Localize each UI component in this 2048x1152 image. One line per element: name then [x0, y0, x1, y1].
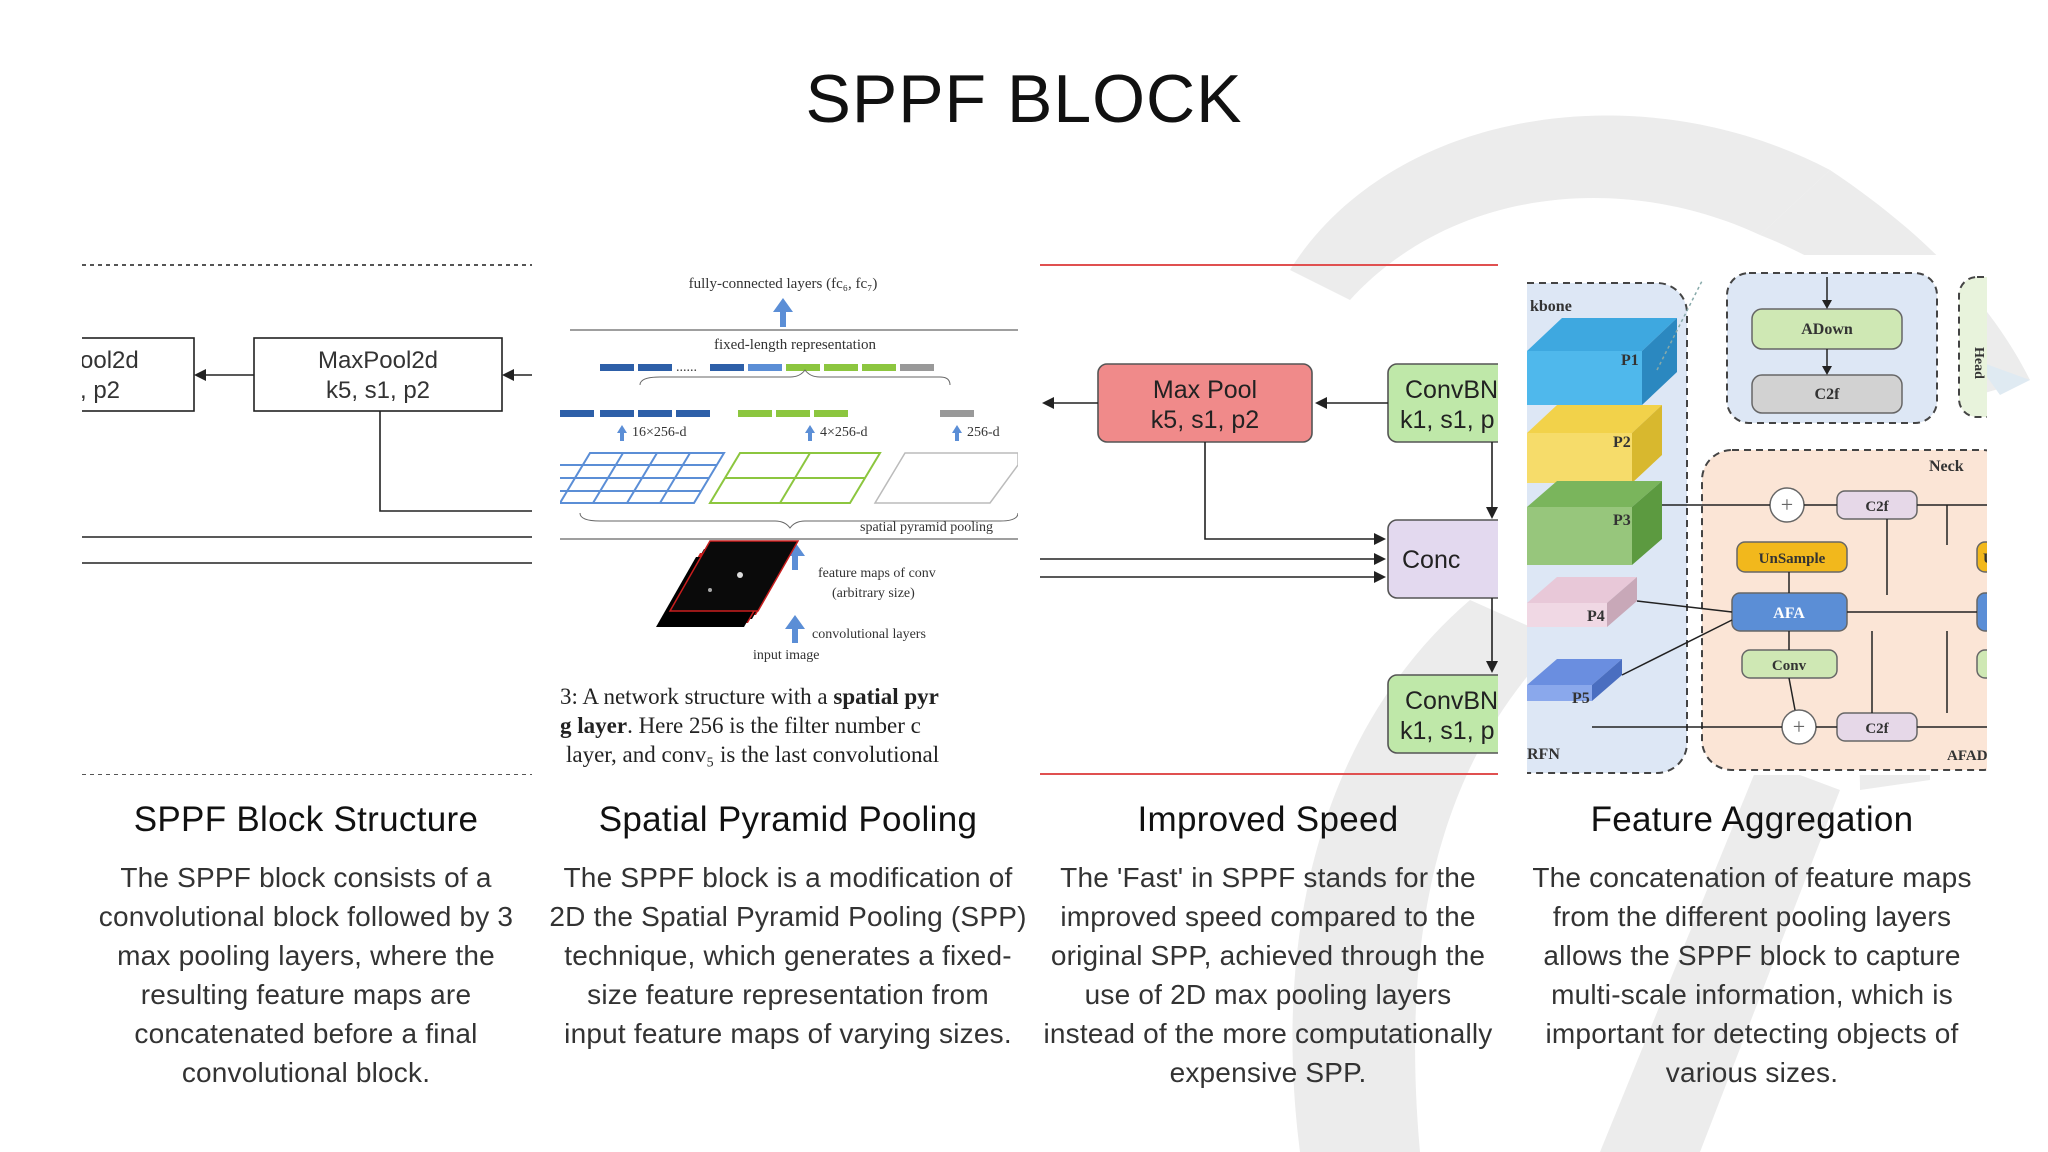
fc-layers-label: fully-connected layers (fc₆, fc₇)	[689, 276, 878, 292]
pyramid-layers: P1 P2 P3 P4 P5	[1527, 318, 1677, 707]
sppf-structure-diagram: ool2d , p2 MaxPool2d k5, s1, p2	[82, 255, 532, 775]
column-sppf-structure: SPPF Block Structure The SPPF block cons…	[66, 800, 546, 1092]
convbn-top-label-2: k1, s1, p	[1400, 406, 1495, 434]
adown-label: ADown	[1801, 321, 1853, 338]
rfn-label: RFN	[1527, 746, 1560, 763]
column-feature-aggregation: Feature Aggregation The concatenation of…	[1512, 800, 1992, 1092]
dim-4-label: 4×256-d	[820, 425, 868, 440]
column-improved-speed: Improved Speed The 'Fast' in SPPF stands…	[1028, 800, 1508, 1092]
svg-text:......: ......	[676, 360, 697, 375]
caption-line-2: g layer. Here 256 is the filter number c	[560, 713, 921, 738]
sppf-fast-diagram: Max Pool k5, s1, p2 ConvBN k1, s1, p Con…	[1040, 255, 1498, 775]
grid-4	[708, 452, 882, 504]
input-image-label: input image	[753, 648, 820, 663]
head-label: Head	[1971, 347, 1986, 379]
convbn-bottom-label-1: ConvBN	[1405, 687, 1498, 715]
caption-line-1: 3: A network structure with a spatial py…	[560, 684, 939, 709]
arrow-up-icon	[773, 298, 793, 327]
convbn-top-label-1: ConvBN	[1405, 376, 1498, 404]
grid-16	[560, 452, 726, 504]
fixed-length-label: fixed-length representation	[714, 337, 877, 353]
p2-label: P2	[1613, 434, 1631, 451]
afa-label: AFA	[1773, 605, 1805, 622]
p3-label: P3	[1613, 512, 1631, 529]
maxpool-left-label-2: , p2	[82, 377, 120, 404]
feature-aggregation-diagram: kbone P1 P2 P3 P4 P5 RFN ADown C2f Head …	[1527, 255, 1987, 775]
caption-line-3: layer, and conv₅ is the last convolution…	[566, 742, 939, 767]
fixed-length-vector: ......	[600, 360, 934, 375]
svg-text:+: +	[1793, 714, 1805, 739]
column-heading: Spatial Pyramid Pooling	[598, 800, 978, 839]
c2f-top-label: C2f	[1815, 386, 1841, 403]
pooled-vectors	[560, 410, 974, 417]
head-region	[1958, 276, 1987, 418]
backbone-label: kbone	[1530, 298, 1572, 315]
grid-1	[873, 452, 1018, 504]
feature-maps	[656, 540, 800, 627]
convbn-node-bottom	[1387, 674, 1498, 754]
concat-node	[1387, 519, 1498, 599]
spp-figure: fully-connected layers (fc₆, fc₇) fixed-…	[560, 255, 1018, 775]
svg-text:+: +	[1781, 492, 1793, 517]
neck-label: Neck	[1929, 458, 1964, 475]
column-spatial-pyramid-pooling: Spatial Pyramid Pooling The SPPF block i…	[548, 800, 1028, 1053]
maxpool-left-label-1: ool2d	[82, 347, 139, 374]
p1-label: P1	[1621, 352, 1639, 369]
maxpool-box-right	[253, 337, 503, 412]
column-heading: Feature Aggregation	[1590, 800, 1914, 839]
maxpool-node-label-2: k5, s1, p2	[1151, 406, 1259, 434]
concat-label: Conc	[1402, 546, 1460, 574]
page-title: SPPF BLOCK	[805, 61, 1243, 137]
spp-label: spatial pyramid pooling	[860, 520, 993, 535]
dim-1-label: 256-d	[967, 425, 1000, 440]
c2f-a-label: C2f	[1865, 499, 1889, 515]
unsample-label: UnSample	[1759, 551, 1826, 567]
p4-label: P4	[1587, 608, 1605, 625]
afad-label: AFAD	[1947, 748, 1987, 764]
maxpool-right-label-1: MaxPool2d	[318, 347, 438, 374]
column-heading: Improved Speed	[1137, 800, 1399, 839]
column-heading: SPPF Block Structure	[133, 800, 479, 839]
unsample-right-label: U	[1983, 551, 1987, 567]
feature-maps-label-2: (arbitrary size)	[832, 586, 915, 601]
conv-layers-label: convolutional layers	[812, 627, 926, 642]
dim-16-label: 16×256-d	[632, 425, 687, 440]
p5-label: P5	[1572, 690, 1590, 707]
maxpool-right-label-2: k5, s1, p2	[326, 377, 430, 404]
conv-label: Conv	[1772, 658, 1807, 674]
convbn-bottom-label-2: k1, s1, p	[1400, 717, 1495, 745]
maxpool-node-label-1: Max Pool	[1153, 376, 1257, 404]
c2f-b-label: C2f	[1865, 721, 1889, 737]
feature-maps-label-1: feature maps of conv	[818, 566, 936, 581]
maxpool-box-left	[82, 337, 195, 412]
